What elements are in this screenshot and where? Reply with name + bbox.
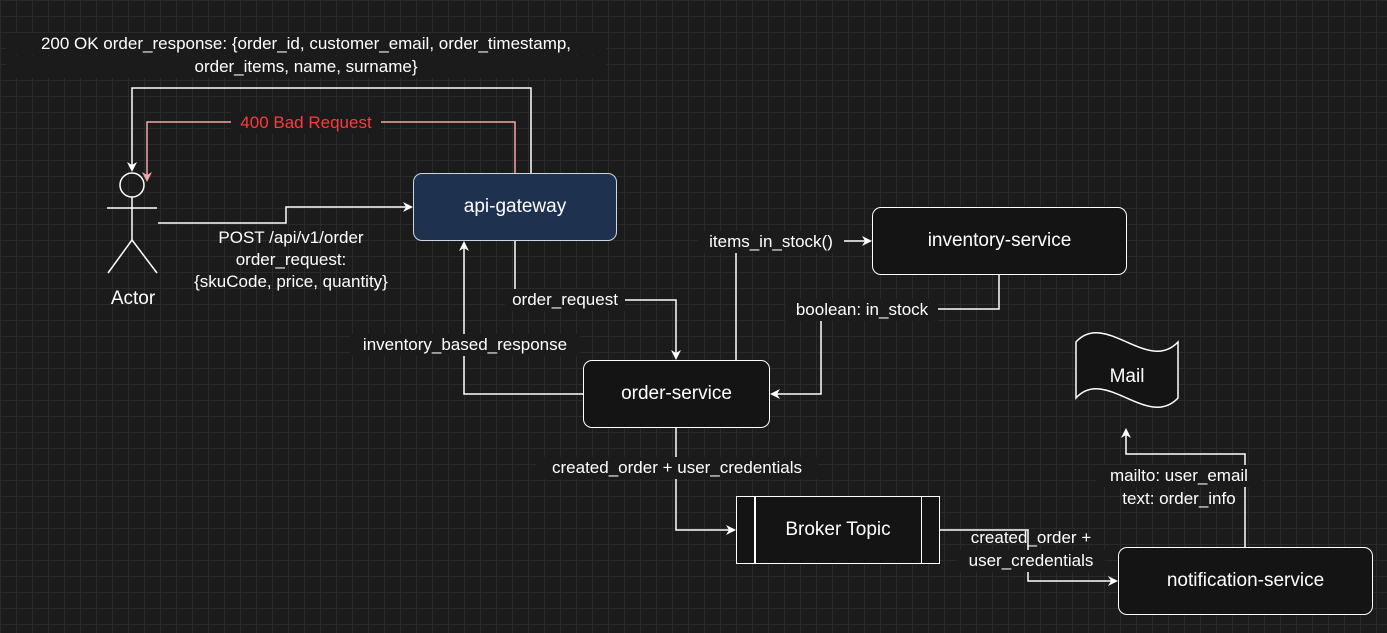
edge-ok-response bbox=[127, 87, 532, 173]
edge-boolean-in-stock bbox=[770, 275, 1000, 399]
inventory-service-label: inventory-service bbox=[927, 230, 1072, 251]
post-label-line1: POST /api/v1/order bbox=[218, 228, 364, 247]
items-in-stock-label: items_in_stock() bbox=[698, 231, 844, 253]
post-label-line3: {skuCode, price, quantity} bbox=[194, 272, 388, 291]
broker-topic-left-bar bbox=[754, 497, 756, 563]
order-request-label: order_request bbox=[505, 289, 625, 311]
broker-topic-node[interactable]: Broker Topic bbox=[736, 496, 940, 564]
order-service-label: order-service bbox=[621, 383, 732, 404]
mailto-label: mailto: user_email bbox=[1096, 465, 1262, 487]
post-label-line2: order_request: bbox=[235, 250, 347, 269]
api-gateway-label: api-gateway bbox=[463, 196, 567, 217]
text-order-info-label: text: order_info bbox=[1122, 489, 1236, 508]
created-order-label: created_order + user_credentials bbox=[536, 457, 818, 479]
notification-service-label: notification-service bbox=[1166, 570, 1325, 591]
inventory-service-node[interactable]: inventory-service bbox=[872, 207, 1127, 275]
boolean-in-stock-label: boolean: in_stock bbox=[786, 299, 938, 321]
broker-label-line1: created_order + bbox=[970, 528, 1092, 547]
edge-created-order bbox=[675, 428, 736, 535]
edge-inventory-response bbox=[459, 241, 583, 395]
mail-shape bbox=[1075, 332, 1179, 408]
broker-topic-label: Broker Topic bbox=[785, 519, 891, 540]
bad-request-label: 400 Bad Request bbox=[231, 112, 381, 134]
edge-mail bbox=[1121, 428, 1246, 547]
api-gateway-node[interactable]: api-gateway bbox=[413, 173, 617, 241]
edge-post-request bbox=[158, 202, 413, 224]
order-service-node[interactable]: order-service bbox=[583, 360, 770, 428]
mail-label: Mail bbox=[1109, 366, 1145, 387]
ok-response-label-line1: 200 OK order_response: {order_id, custom… bbox=[6, 33, 606, 55]
ok-response-label-line2: order_items, name, surname} bbox=[6, 56, 606, 78]
actor-figure-icon bbox=[107, 172, 158, 274]
notification-service-node[interactable]: notification-service bbox=[1118, 547, 1373, 615]
broker-label-line2: user_credentials bbox=[957, 550, 1105, 572]
inventory-response-label: inventory_based_response bbox=[350, 334, 580, 356]
broker-topic-right-bar bbox=[920, 497, 922, 563]
actor-label: Actor bbox=[110, 288, 156, 309]
